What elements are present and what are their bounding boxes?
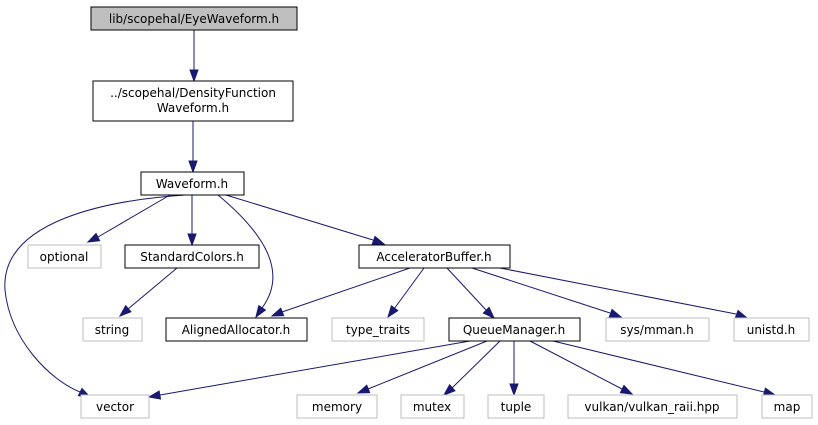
- edge-queuemanager-to-map: [552, 340, 777, 397]
- node-label: AlignedAllocator.h: [182, 323, 291, 337]
- node-vulkan-raii-hpp[interactable]: vulkan/vulkan_raii.hpp: [567, 394, 738, 419]
- node-label-line-2: Waveform.h: [157, 101, 229, 115]
- dependency-edges: [4, 30, 777, 400]
- node-label: vector: [96, 400, 134, 414]
- node-label: mutex: [413, 400, 451, 414]
- edge-acceleratorbuffer-to-type_traits: [387, 267, 425, 319]
- edge-waveform-to-vector: [4, 194, 186, 398]
- node-label: QueueManager.h: [463, 323, 565, 337]
- edge-acceleratorbuffer-to-alignedallocator: [270, 267, 411, 317]
- arrowhead: [188, 160, 198, 174]
- edge-eyewaveform-to-densityfunction: [189, 30, 199, 83]
- arrowhead: [187, 233, 197, 247]
- edge-queuemanager-to-vulkan_raii: [529, 340, 634, 395]
- arrowhead: [86, 232, 101, 243]
- edge-queuemanager-to-vector: [147, 340, 471, 400]
- node-label: AcceleratorBuffer.h: [376, 250, 491, 264]
- edge-queuemanager-to-memory: [356, 340, 488, 394]
- edge-waveform-to-alignedallocator: [217, 194, 274, 319]
- arrowhead: [270, 307, 285, 317]
- edge-queuemanager-to-mutex: [442, 340, 501, 396]
- node-sys-mman-h[interactable]: sys/mman.h: [605, 317, 710, 342]
- node-label: tuple: [501, 400, 532, 414]
- node-label: StandardColors.h: [140, 250, 244, 264]
- node-label: map: [774, 400, 801, 414]
- arrowhead: [734, 309, 749, 319]
- edge-densityfunction-to-waveform: [188, 121, 198, 174]
- edge-waveform-to-acceleratorbuffer: [225, 194, 386, 245]
- edge-acceleratorbuffer-to-sys_mman: [471, 267, 623, 318]
- node-label: type_traits: [346, 323, 410, 337]
- arrowhead: [509, 383, 519, 397]
- node-label: Waveform.h: [156, 177, 228, 191]
- node-string[interactable]: string: [82, 317, 143, 342]
- node-label: unistd.h: [747, 323, 796, 337]
- node-label-line-1: ../scopehal/DensityFunction: [110, 86, 276, 100]
- node-map[interactable]: map: [761, 394, 813, 419]
- edge-acceleratorbuffer-to-unistd: [499, 267, 749, 319]
- node-label: vulkan/vulkan_raii.hpp: [584, 400, 719, 414]
- node-waveform-h[interactable]: Waveform.h: [140, 171, 245, 196]
- node-optional[interactable]: optional: [27, 244, 102, 269]
- arrowhead: [189, 69, 199, 83]
- edge-waveform-to-standardcolors: [187, 195, 197, 247]
- arrowhead: [371, 235, 386, 245]
- edge-acceleratorbuffer-to-queuemanager: [446, 267, 496, 320]
- node-tuple[interactable]: tuple: [487, 394, 545, 419]
- arrowhead: [442, 383, 456, 396]
- arrowhead: [356, 384, 371, 394]
- node-label: memory: [312, 400, 362, 414]
- arrowhead: [482, 306, 496, 320]
- node-memory[interactable]: memory: [296, 394, 378, 419]
- node-label: sys/mman.h: [620, 323, 693, 337]
- edge-queuemanager-to-tuple: [509, 341, 519, 397]
- edge-waveform-to-optional: [86, 194, 171, 243]
- arrowhead: [619, 384, 634, 395]
- node-vector[interactable]: vector: [80, 394, 150, 419]
- arrowhead: [118, 304, 132, 317]
- node-unistd-h[interactable]: unistd.h: [733, 317, 810, 342]
- arrowhead: [147, 390, 162, 400]
- node-alignedallocator-h[interactable]: AlignedAllocator.h: [165, 317, 308, 342]
- edge-standardcolors-to-string: [118, 267, 178, 317]
- arrowhead: [608, 308, 623, 318]
- arrowhead: [255, 304, 267, 319]
- node-mutex[interactable]: mutex: [400, 394, 465, 419]
- node-acceleratorbuffer-h[interactable]: AcceleratorBuffer.h: [358, 244, 511, 269]
- node-type-traits[interactable]: type_traits: [331, 317, 425, 342]
- node-eyewaveform-h[interactable]: lib/scopehal/EyeWaveform.h: [90, 6, 298, 31]
- arrowhead: [387, 304, 399, 319]
- node-label: string: [95, 323, 129, 337]
- node-label: lib/scopehal/EyeWaveform.h: [109, 12, 279, 26]
- node-standardcolors-h[interactable]: StandardColors.h: [124, 244, 260, 269]
- node-queuemanager-h[interactable]: QueueManager.h: [448, 317, 581, 342]
- node-label: optional: [40, 250, 89, 264]
- node-densityfunction-waveform-h[interactable]: ../scopehal/DensityFunction Waveform.h: [92, 80, 294, 122]
